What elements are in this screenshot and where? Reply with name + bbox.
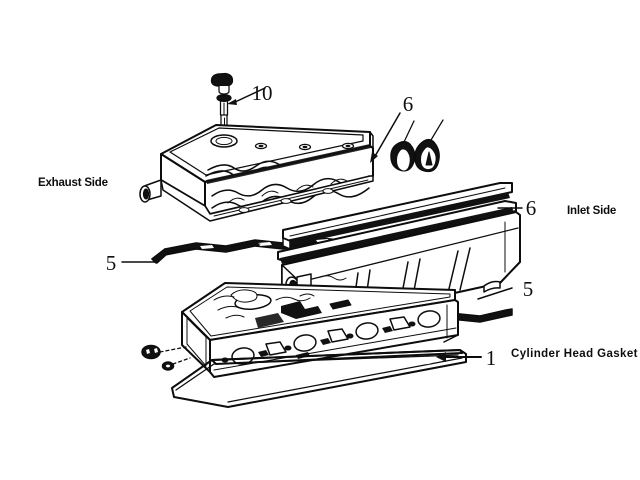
bolt [141,344,161,360]
seal-right [414,138,440,173]
callout-10: 10 [252,81,273,105]
callout-6-right: 6 [526,196,537,220]
rocker-cover [139,124,374,222]
leader-line-5-right [477,287,513,300]
cylinder-head-gasket-label: Cylinder Head Gasket [511,348,638,360]
callout-5-left: 5 [106,251,117,275]
seal-left [390,140,416,172]
callout-5-right: 5 [523,277,534,301]
inlet-side-label: Inlet Side [567,205,616,217]
leader-line-1 [436,352,482,362]
leader-line-seal-left [403,120,415,143]
breather-stub [139,179,162,203]
exhaust-side-label: Exhaust Side [38,177,108,189]
washer [161,361,175,371]
leader-line-6-top [370,112,401,163]
callout-6-top: 6 [403,92,414,116]
leader-line-seal-right [430,119,444,141]
leader-line-10 [227,87,266,105]
callout-1: 1 [486,346,497,370]
bolt-assembly-dashed-line [159,346,191,365]
